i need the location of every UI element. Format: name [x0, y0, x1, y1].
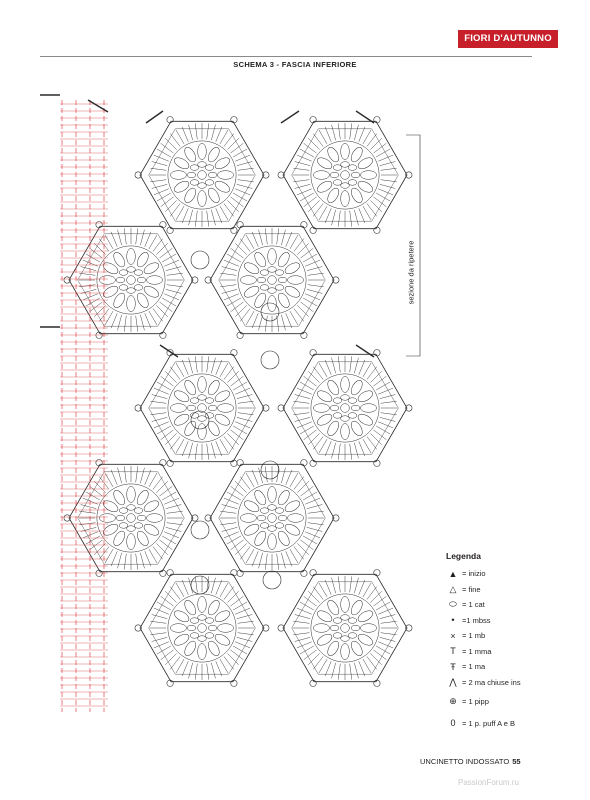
hexagon-motif — [134, 349, 270, 467]
magazine-name: UNCINETTO INDOSSATO — [420, 757, 510, 766]
hexagon-motif — [63, 459, 199, 577]
direction-dash — [87, 99, 109, 113]
legend-label: =1 mbss — [462, 615, 491, 625]
legend-item: ⊕ = 1 pipp — [446, 690, 521, 712]
direction-dash — [145, 110, 164, 124]
legend-label: = 1 mma — [462, 646, 492, 656]
chain-oval-icon: ⬭ — [449, 599, 457, 610]
direction-dash — [355, 110, 375, 124]
half-double-icon: T — [450, 646, 456, 657]
cross-icon: × — [450, 630, 456, 641]
legend-item: T = 1 mma — [446, 644, 521, 660]
diagram-title: SCHEMA 3 - FASCIA INFERIORE — [233, 60, 357, 69]
hexagon-motif — [63, 221, 199, 339]
direction-dash — [280, 110, 300, 124]
dot-icon: • — [451, 615, 455, 626]
legend-label: = inizio — [462, 569, 486, 579]
join-motif — [262, 570, 282, 590]
hexagon-motif — [277, 116, 413, 234]
legend-label: = 2 ma chiuse ins — [462, 677, 521, 687]
picot-icon: ⊕ — [449, 695, 457, 706]
legend-label: = 1 pipp — [462, 696, 489, 706]
legend-item: × = 1 mb — [446, 628, 521, 644]
outline-triangle-icon: △ — [449, 583, 457, 594]
join-motif — [260, 302, 280, 322]
legend-item: △ = fine — [446, 582, 521, 598]
legend-item: • =1 mbss — [446, 613, 521, 629]
header-rule — [40, 56, 532, 57]
direction-dash — [355, 344, 375, 358]
hexagon-motif — [204, 221, 340, 339]
section-tab: FIORI D'AUTUNNO — [458, 30, 558, 47]
hexagon-motif — [134, 116, 270, 234]
repeat-section-label: sezione da ripetere — [406, 240, 416, 305]
legend-item: ▲ = inizio — [446, 566, 521, 582]
repeat-bracket — [406, 134, 421, 357]
legend-item: Ŧ = 1 ma — [446, 659, 521, 675]
join-motif — [190, 575, 210, 595]
legend-item: ⬭ = 1 cat — [446, 597, 521, 613]
direction-dash — [159, 344, 179, 358]
watermark: PassionForum.ru — [458, 778, 519, 787]
puff-icon: 0 — [450, 718, 456, 728]
join-motif — [260, 350, 280, 370]
page-number: 55 — [512, 757, 521, 766]
legend-label: = 1 ma — [462, 662, 486, 672]
join-motif — [190, 520, 210, 540]
join-motif — [190, 250, 210, 270]
legend-title: Legenda — [446, 551, 481, 561]
hexagon-motif — [277, 569, 413, 687]
section-tab-underline — [458, 47, 558, 48]
hexagon-motif — [277, 349, 413, 467]
legend-item: 0 = 1 p. puff A e B — [446, 712, 521, 734]
legend-label: = 1 p. puff A e B — [462, 718, 516, 728]
hexagon-motif — [134, 569, 270, 687]
two-together-icon: ⋀ — [449, 676, 457, 687]
double-crochet-icon: Ŧ — [450, 661, 456, 672]
filled-triangle-icon: ▲ — [448, 568, 458, 579]
join-motif — [260, 460, 280, 480]
join-motif — [190, 410, 210, 430]
legend: Legenda ▲ = inizio △ = fine ⬭ = 1 cat • =1 mbss… — [446, 551, 521, 734]
hexagon-motif — [204, 459, 340, 577]
legend-label: = 1 cat — [462, 600, 485, 610]
legend-item: ⋀ = 2 ma chiuse ins — [446, 675, 521, 691]
legend-label: = fine — [462, 584, 481, 594]
legend-label: = 1 mb — [462, 631, 486, 641]
